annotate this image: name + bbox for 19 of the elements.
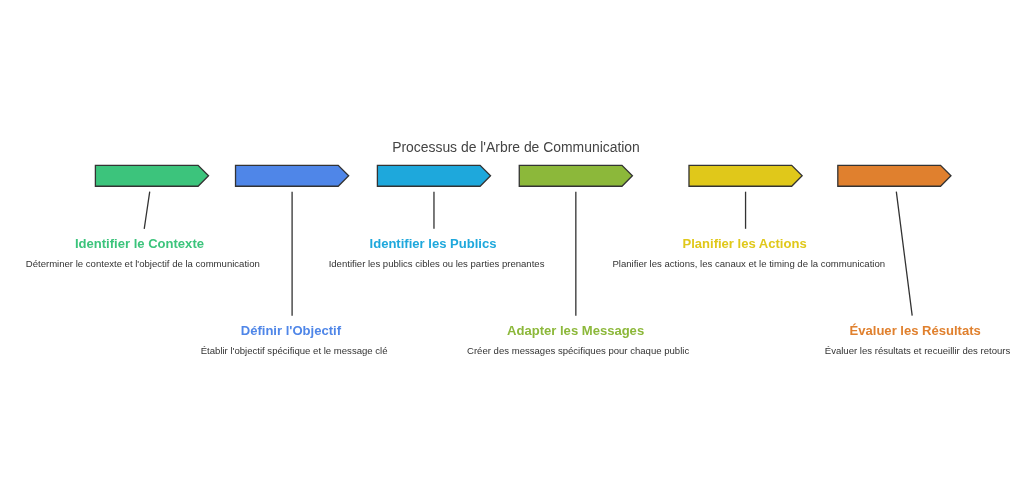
node-chevron <box>518 164 634 187</box>
connector <box>895 190 913 316</box>
connector <box>433 190 435 229</box>
node-chevron <box>94 164 210 187</box>
node-text: Adapter les Messages Créer des messages spécifiques pour chaque public <box>467 322 690 356</box>
connector <box>143 190 151 229</box>
node-text: Identifier le Contexte Déterminer le contexte et l'objectif de la communication <box>25 235 260 269</box>
node-text: Planifier les Actions Planifier les actions, les canaux et le timing de la communication <box>612 235 886 269</box>
node-text: Définir l'Objectif Établir l'objectif spécifique et le message clé <box>200 322 388 356</box>
connector <box>575 190 577 316</box>
node-chevron <box>234 164 350 187</box>
node-text: Identifier les Publics Identifier les publics cibles ou les parties prenantes <box>328 235 545 269</box>
connector <box>744 190 747 229</box>
diagram-title: Processus de l'Arbre de Communication <box>392 138 640 155</box>
node-text: Évaluer les Résultats Évaluer les résultats et recueillir des retours <box>824 322 1011 356</box>
node-chevron <box>688 164 804 187</box>
connector <box>291 190 293 316</box>
node-chevron <box>837 164 952 187</box>
node-chevron <box>376 164 492 187</box>
